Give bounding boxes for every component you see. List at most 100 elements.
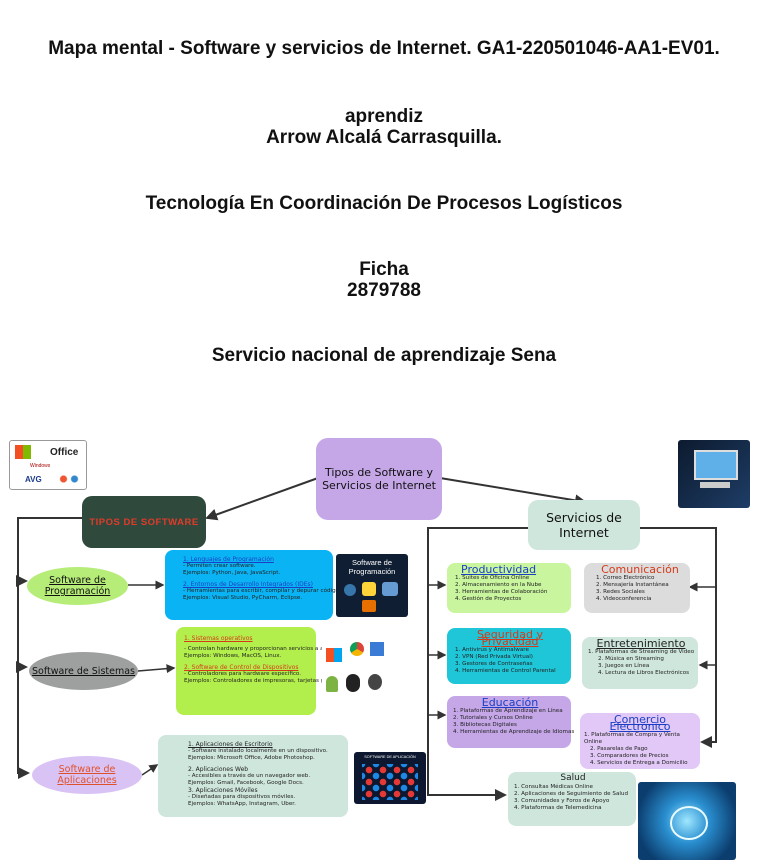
communication-item-2: 2. Mensajería Instantánea [596, 582, 669, 588]
document-title: Mapa mental - Software y servicios de In… [48, 38, 720, 59]
ecommerce-title: Comercio Electrónico [609, 713, 671, 733]
ecommerce-item-4: 4. Servicios de Entrega a Domicilio [590, 760, 688, 766]
applications-software-pill: Software de Aplicaciones [32, 756, 142, 794]
central-node: Tipos de Software y Servicios de Interne… [316, 438, 442, 520]
entertainment-title: Entretenimiento [596, 637, 686, 650]
programming-image: Software de Programación [336, 554, 408, 617]
health-item-2: 2. Aplicaciones de Seguimiento de Salud [514, 791, 629, 797]
systems-item1-title: 1. Sistemas operativos [184, 635, 253, 642]
ecommerce-item-3: 3. Comparadores de Precios [590, 753, 669, 759]
connector-lines [16, 477, 717, 801]
software-heading-label: TIPOS DE SOFTWARE [89, 516, 199, 528]
health-item-1: 1. Consultas Médicas Online [514, 784, 593, 790]
education-item-4: 4. Herramientas de Aprendizaje de Idioma… [453, 729, 575, 735]
programming-item2-line1: - Herramientas para escribir, compilar y… [183, 588, 341, 594]
entertainment-item-1: 1. Plataformas de Streaming de Video [588, 649, 695, 655]
health-box: Salud 1. Consultas Médicas Online 2. Apl… [508, 772, 636, 826]
role-label: aprendiz [344, 106, 424, 127]
software-heading: TIPOS DE SOFTWARE [82, 496, 206, 548]
applications-item2-title: 2. Aplicaciones Web [188, 766, 249, 773]
programming-item1-line2: Ejemplos: Python, Java, JavaScript. [183, 570, 281, 576]
systems-software-pill: Software de Sistemas [29, 652, 138, 690]
security-box: Seguridad y Privacidad 1. Antivirus y An… [447, 628, 571, 684]
education-item-3: 3. Bibliotecas Digitales [453, 722, 517, 728]
productivity-item-3: 3. Herramientas de Colaboración [455, 589, 548, 595]
ficha-label: Ficha [359, 259, 409, 280]
central-node-label: Tipos de Software y Servicios de Interne… [322, 466, 436, 492]
systems-item2-line1: - Controladores para hardware específico… [184, 671, 302, 677]
program-name: Tecnología En Coordinación De Procesos L… [145, 193, 623, 214]
communication-item-4: 4. Videoconferencia [596, 596, 652, 602]
programming-item2-title: 2. Entornos de Desarrollo Integrados (ID… [183, 581, 313, 588]
productivity-item-2: 2. Almacenamiento en la Nube [455, 582, 542, 588]
applications-details-box: 1. Aplicaciones de Escritorio - Software… [158, 735, 348, 817]
security-item-3: 3. Gestores de Contraseñas [455, 661, 533, 667]
programming-item1-line1: - Permiten crear software. [183, 563, 256, 569]
services-heading: Servicios de Internet [528, 500, 640, 550]
chrome-icon [350, 642, 364, 656]
office-logo: Office [50, 447, 79, 458]
programming-software-label: Software de Programación [44, 575, 111, 597]
windows-xp-icon [370, 642, 384, 656]
operating-systems-image [322, 638, 392, 700]
programming-software-pill: Software de Programación [27, 567, 128, 605]
systems-details-box: 1. Sistemas operativos - Controlan hardw… [176, 627, 355, 715]
services-heading-label: Servicios de Internet [546, 510, 622, 540]
android-icon [326, 676, 338, 692]
software-logos-image: Office Windows AVG [9, 440, 87, 490]
windows-logo-text: Windows [30, 463, 51, 469]
applications-item3-line2: Ejemplos: WhatsApp, Instagram, Uber. [188, 801, 296, 807]
systems-item2-title: 2. Software de Control de Dispositivos [184, 664, 299, 671]
health-item-3: 3. Comunidades y Foros de Apoyo [514, 798, 610, 804]
apple-icon [368, 674, 382, 690]
security-item-1: 1. Antivirus y Antimalware [455, 647, 529, 653]
internet-image [638, 782, 736, 860]
applications-item3-title: 3. Aplicaciones Móviles [188, 787, 258, 794]
applications-item1-line2: Ejemplos: Microsoft Office, Adobe Photos… [188, 755, 315, 761]
communication-item-1: 1. Correo Electrónico [596, 575, 655, 581]
applications-item1-title: 1. Aplicaciones de Escritorio [188, 741, 273, 748]
linux-icon [346, 674, 360, 692]
ecommerce-box: Comercio Electrónico 1. Plataformas de C… [580, 713, 700, 769]
systems-software-label: Software de Sistemas [31, 665, 135, 677]
windows-logo-icon [15, 445, 31, 459]
applications-item1-line1: - Software instalado localmente en un di… [188, 748, 328, 754]
author-name: Arrow Alcalá Carrasquilla. [266, 127, 502, 148]
ecommerce-item-1: 1. Plataformas de Compra y Venta Online [584, 732, 680, 745]
productivity-item-4: 4. Gestión de Proyectos [455, 596, 522, 602]
education-box: Educación 1. Plataformas de Aprendizaje … [447, 696, 575, 748]
education-title: Educación [481, 696, 539, 709]
security-item-4: 4. Herramientas de Control Parental [455, 668, 556, 674]
systems-item1-line2: Ejemplos: Windows, MacOS, Linux. [184, 653, 282, 659]
security-title: Seguridad y Privacidad [477, 628, 543, 648]
communication-item-3: 3. Redes Sociales [596, 589, 645, 595]
ecommerce-item-2: 2. Pasarelas de Pago [590, 746, 648, 752]
entertainment-item-2: 2. Música en Streaming [598, 656, 664, 662]
entertainment-box: Entretenimiento 1. Plataformas de Stream… [582, 637, 698, 689]
institution-name: Servicio nacional de aprendizaje Sena [211, 345, 557, 366]
programming-item1-title: 1. Lenguajes de Programación [183, 556, 274, 563]
education-item-2: 2. Tutoriales y Cursos Online [453, 715, 533, 721]
entertainment-item-4: 4. Lectura de Libros Electrónicos [598, 670, 690, 676]
programming-item2-line2: Ejemplos: Visual Studio, PyCharm, Eclips… [183, 595, 303, 601]
mind-map: Office Windows AVG Tipos de Software y S… [0, 430, 768, 866]
ficha-number: 2879788 [347, 280, 421, 301]
security-item-2: 2. VPN (Red Privada Virtual) [455, 654, 533, 660]
productivity-box: Productividad 1. Suites de Oficina Onlin… [447, 563, 571, 613]
productivity-title: Productividad [461, 563, 537, 576]
windows-icon [326, 648, 342, 662]
applications-item2-line1: - Accesibles a través de un navegador we… [188, 773, 311, 779]
education-item-1: 1. Plataformas de Aprendizaje en Línea [453, 708, 563, 714]
computer-image [678, 440, 750, 508]
communication-box: Comunicación 1. Correo Electrónico 2. Me… [584, 563, 690, 613]
colored-circles-icon [58, 475, 80, 483]
systems-item1-line1: - Controlan hardware y proporcionan serv… [184, 646, 355, 652]
applications-image: SOFTWARE DE APLICACIÓN [354, 752, 426, 804]
health-item-4: 4. Plataformas de Telemedicina [514, 805, 602, 811]
applications-item3-line1: - Diseñadas para dispositivos móviles. [188, 794, 296, 800]
health-title: Salud [560, 773, 586, 783]
systems-item2-line2: Ejemplos: Controladores de impresoras, t… [184, 678, 345, 684]
productivity-item-1: 1. Suites de Oficina Online [455, 575, 530, 581]
entertainment-item-3: 3. Juegos en Línea [598, 663, 650, 669]
applications-software-label: Software de Aplicaciones [57, 764, 117, 786]
